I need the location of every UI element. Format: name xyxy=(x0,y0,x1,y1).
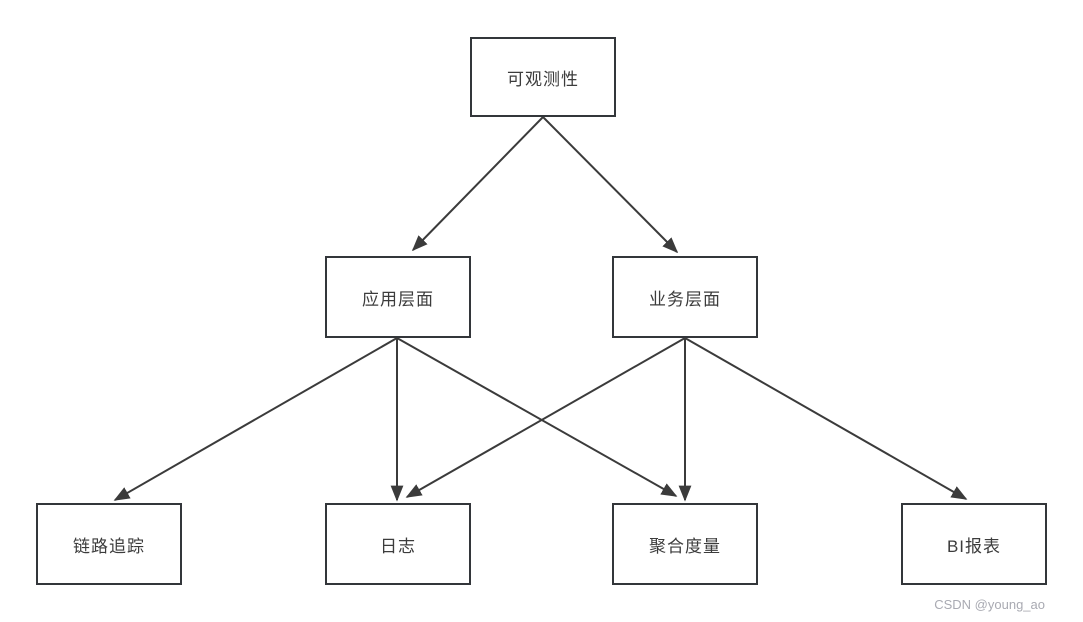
watermark: CSDN @young_ao xyxy=(934,597,1045,612)
edge-observability-to-business-layer xyxy=(542,116,679,254)
node-business-layer-label: 业务层面 xyxy=(649,289,721,309)
node-logs: 日志 xyxy=(325,503,471,585)
node-observability: 可观测性 xyxy=(470,37,616,117)
edge-business-layer-to-logs xyxy=(405,337,686,498)
edge-app-layer-to-metrics xyxy=(396,337,678,497)
node-metrics: 聚合度量 xyxy=(612,503,758,585)
node-app-layer-label: 应用层面 xyxy=(362,289,434,309)
edge-observability-to-app-layer xyxy=(411,116,544,252)
node-bi-report-label: BI报表 xyxy=(946,536,1002,556)
node-observability-label: 可观测性 xyxy=(507,69,579,89)
node-tracing-label: 链路追踪 xyxy=(73,536,145,556)
node-tracing: 链路追踪 xyxy=(36,503,182,585)
node-app-layer: 应用层面 xyxy=(325,256,471,338)
node-logs-label: 日志 xyxy=(380,536,416,556)
edge-app-layer-to-tracing xyxy=(113,337,398,501)
node-metrics-label: 聚合度量 xyxy=(649,536,721,556)
edge-business-layer-to-bi-report xyxy=(684,337,968,500)
node-bi-report: BI报表 xyxy=(901,503,1047,585)
node-business-layer: 业务层面 xyxy=(612,256,758,338)
